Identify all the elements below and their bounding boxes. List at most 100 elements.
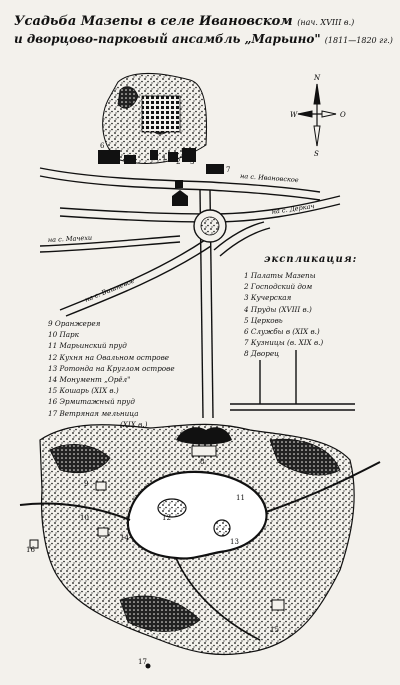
title-note-1: (нач. XVIII в.) xyxy=(297,18,355,27)
legend-num: 8 xyxy=(244,349,249,359)
legend-text: Службы в (XIX в.) xyxy=(250,327,320,337)
legend-item: 2 Господский дом xyxy=(244,281,323,292)
map-number-4: 4 xyxy=(128,100,133,108)
title-main-1: Усадьба Мазепы в селе Ивановском xyxy=(14,14,293,29)
legend-item-continued: (XIX в.) xyxy=(48,419,175,430)
legend-text: Эрмитажный пруд xyxy=(59,397,135,407)
map-title-line2: и дворцово-парковый ансамбль „Марьино" (… xyxy=(14,32,393,46)
legend-num: 12 xyxy=(48,352,58,362)
stream-south xyxy=(175,557,261,641)
legend-text: Господский дом xyxy=(250,282,313,292)
map-number-7: 7 xyxy=(226,166,230,174)
windmill-marker xyxy=(145,663,151,669)
map-number-6: 6 xyxy=(100,142,105,150)
legend-item: 5 Церковь xyxy=(244,315,323,326)
legend-num: 6 xyxy=(244,327,249,337)
round-island xyxy=(213,519,231,537)
legend-num: 15 xyxy=(48,386,58,396)
map-title-line1: Усадьба Мазепы в селе Ивановском (нач. X… xyxy=(14,14,354,29)
estate-buildings xyxy=(98,148,224,206)
legend-num: 4 xyxy=(244,304,249,314)
legend-item: 17 Ветряная мельница xyxy=(48,408,175,419)
legend-num: 7 xyxy=(244,338,249,348)
map-number-8: 8 xyxy=(200,458,204,466)
oval-island xyxy=(157,498,187,518)
legend-text: Марьинский пруд xyxy=(59,341,127,351)
legend-item: 15 Кошарь (XIX в.) xyxy=(48,385,175,396)
legend-num: 14 xyxy=(48,375,58,385)
legend-text: Кошарь (XIX в.) xyxy=(59,386,119,396)
compass-n: N xyxy=(313,74,321,82)
legend-num: 10 xyxy=(48,330,58,340)
explication-heading: экспликация: xyxy=(264,254,358,265)
legend-item: 10 Парк xyxy=(48,329,175,340)
legend-item: 3 Кучерская xyxy=(244,292,323,303)
legend-item: 6 Службы в (XIX в.) xyxy=(244,326,323,337)
legend-num: 5 xyxy=(244,315,249,325)
legend-item: 11 Марьинский пруд xyxy=(48,340,175,351)
map-number-1: 1 xyxy=(162,154,166,162)
title-main-2: и дворцово-парковый ансамбль „Марьино" xyxy=(14,32,321,46)
legend-item: 4 Пруды (XVIII в.) xyxy=(244,304,323,315)
map-number-3: 3 xyxy=(190,158,194,166)
legend-text: Ветряная мельница xyxy=(59,408,139,418)
park-dense-areas xyxy=(49,438,341,632)
map-number-10: 10 xyxy=(80,514,89,522)
map-number-markers: 1 2 3 4 5 6 7 8 9 10 11 12 13 14 15 16 1… xyxy=(26,100,279,666)
explication-list: 1 Палаты Мазепы 2 Господский дом 3 Кучер… xyxy=(244,270,323,360)
legend-item: 13 Ротонда на Круглом острове xyxy=(48,363,175,374)
map-number-2: 2 xyxy=(176,158,180,166)
legend-item: 16 Эрмитажный пруд xyxy=(48,396,175,407)
compass-rose xyxy=(297,83,337,147)
legend-text: Монумент „Орёл" xyxy=(59,375,131,385)
legend-num: 3 xyxy=(244,293,249,303)
map-number-12: 12 xyxy=(162,514,171,522)
road-label-ivanovskoe: на с. Ивановское xyxy=(240,172,299,184)
map-number-15: 15 xyxy=(270,626,279,634)
legend-text: (XIX в.) xyxy=(120,419,148,429)
map-number-11: 11 xyxy=(236,494,245,502)
legend-num: 2 xyxy=(244,282,249,292)
legend-text: Ротонда на Круглом острове xyxy=(59,363,175,373)
legend-num: 1 xyxy=(244,271,249,280)
map-number-17: 17 xyxy=(138,658,147,666)
map-number-5: 5 xyxy=(172,200,176,208)
legend-num: 13 xyxy=(48,363,58,373)
map-number-13: 13 xyxy=(230,538,239,546)
legend-text: Кухня на Овальном острове xyxy=(59,352,170,362)
legend-park-list: 9 Оранжерея 10 Парк 11 Марьинский пруд 1… xyxy=(48,318,175,430)
legend-item: 8 Дворец xyxy=(244,348,323,359)
map-number-9: 9 xyxy=(84,480,88,488)
legend-item: 12 Кухня на Овальном острове xyxy=(48,352,175,363)
legend-text: Парк xyxy=(59,330,79,340)
palace-parterre xyxy=(176,427,232,445)
legend-text: Кузницы (в. XIX в.) xyxy=(250,338,324,348)
legend-item: 7 Кузницы (в. XIX в.) xyxy=(244,337,323,348)
compass-w: W xyxy=(290,111,298,119)
legend-item: 9 Оранжерея xyxy=(48,318,175,329)
road-label-machekhi: на с. Мачехи xyxy=(48,234,93,244)
legend-num: 16 xyxy=(48,397,58,407)
legend-text: Палаты Мазепы xyxy=(250,271,316,280)
legend-num: 11 xyxy=(48,341,58,351)
orchard-grid xyxy=(141,95,181,133)
marinsky-pond xyxy=(126,470,268,560)
compass-e: O xyxy=(340,111,346,119)
legend-text: Дворец xyxy=(250,349,280,359)
legend-num: 17 xyxy=(48,408,58,418)
park-buildings xyxy=(29,481,285,611)
legend-text: Оранжерея xyxy=(54,319,101,328)
legend-item: 1 Палаты Мазепы xyxy=(244,270,323,281)
legend-num: 9 xyxy=(48,319,53,328)
compass-s: S xyxy=(314,150,319,158)
legend-text: Пруды (XVIII в.) xyxy=(250,304,312,314)
map-number-14: 14 xyxy=(120,534,129,542)
legend-item: 14 Монумент „Орёл" xyxy=(48,374,175,385)
map-number-16: 16 xyxy=(26,546,35,554)
title-note-2: (1811—1820 гг.) xyxy=(324,36,393,45)
legend-text: Церковь xyxy=(250,315,283,325)
legend-text: Кучерская xyxy=(250,293,292,303)
stream xyxy=(19,461,381,521)
